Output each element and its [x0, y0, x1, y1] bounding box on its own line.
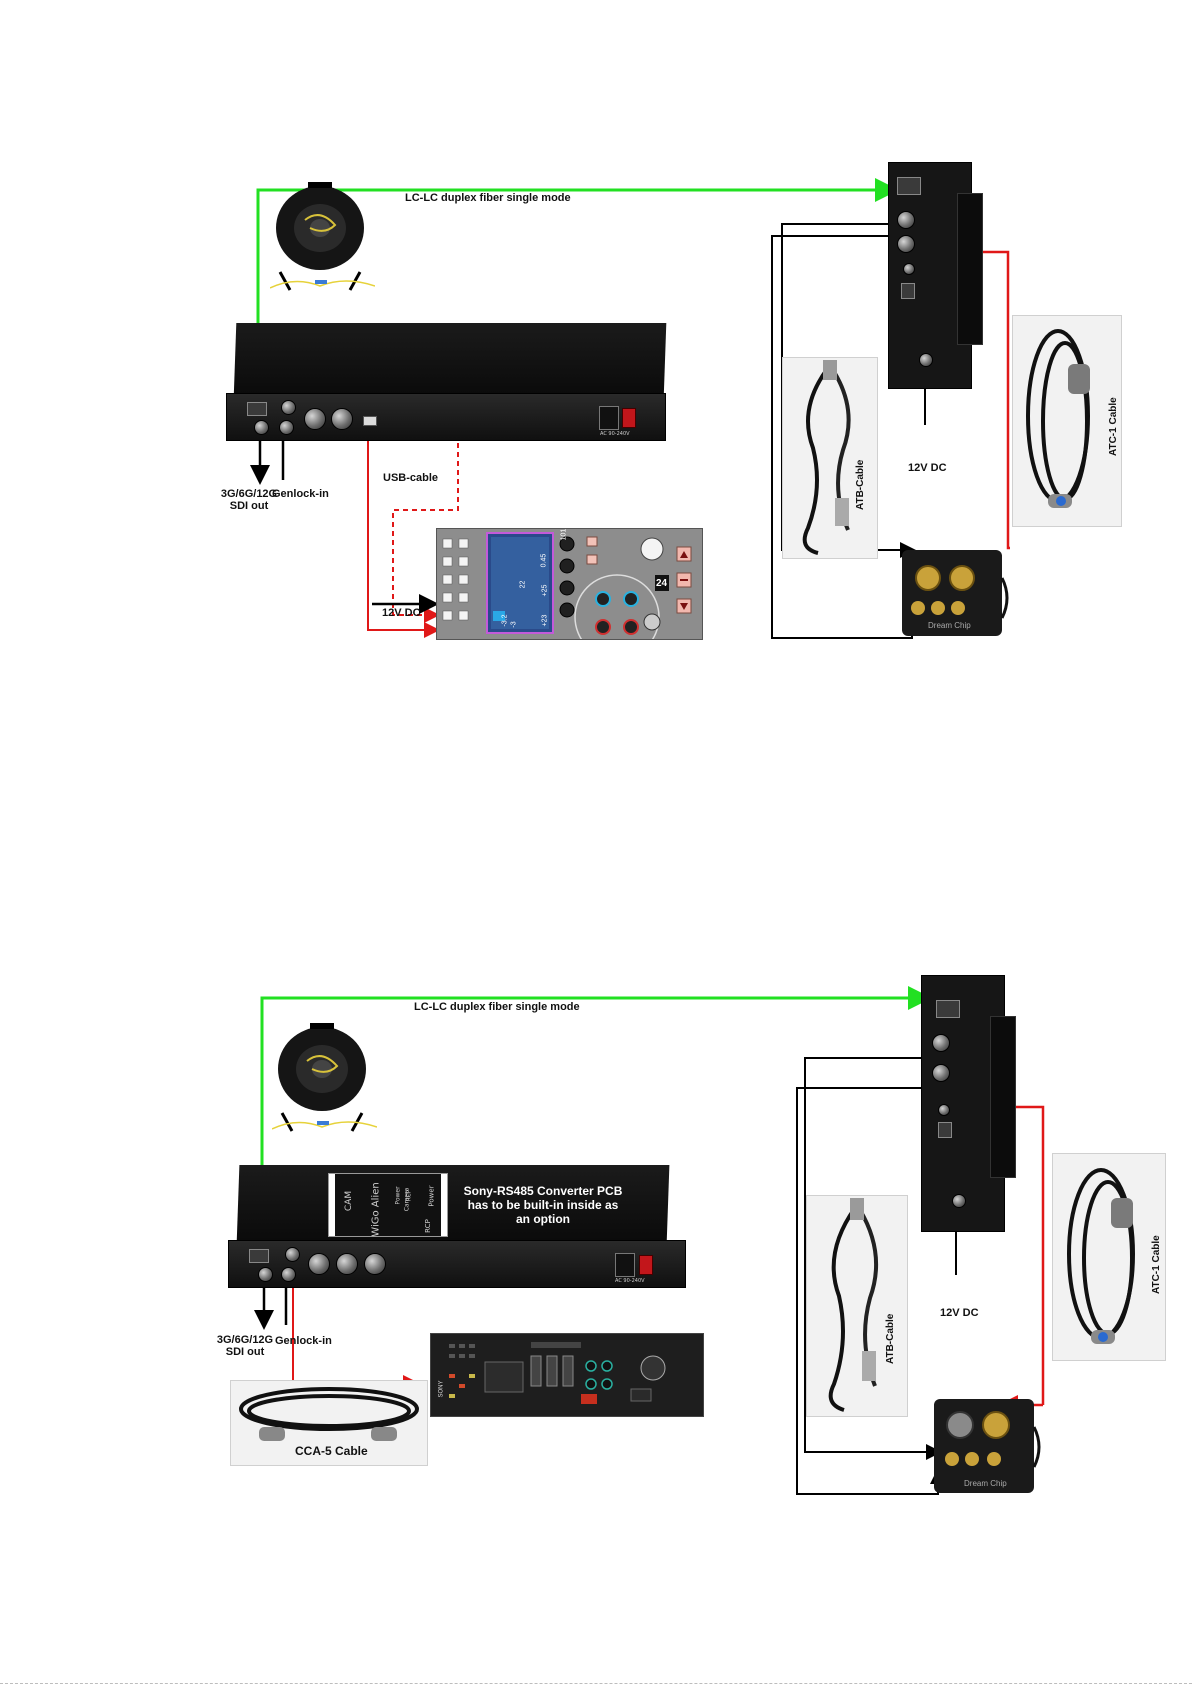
power-inlet	[599, 406, 619, 430]
panel-readout-2: 0.45	[540, 553, 548, 568]
camera-wire-sdi-2	[804, 1057, 942, 1460]
fiber-reel-image	[269, 180, 376, 295]
panel-readout-8: 24	[656, 578, 668, 589]
panel-readout-5: -3	[510, 621, 518, 628]
box-mount-plate	[957, 193, 983, 345]
camera-brand-label: Dream Chip	[928, 621, 971, 630]
atc-cable-label-2: ATC-1 Cable	[1151, 1235, 1162, 1294]
pcb-label-rcp: RCP	[405, 1189, 413, 1202]
box-remote-port-2	[938, 1104, 950, 1116]
usb-cable-dashed	[392, 398, 459, 623]
box-mount-plate-2	[990, 1016, 1016, 1178]
panel-dc-label: 12V DC	[382, 607, 421, 619]
camera-converter-box	[888, 162, 983, 389]
box-fiber-port-2	[936, 1000, 960, 1018]
remote-port-2	[285, 1247, 300, 1262]
rs-port	[304, 408, 326, 430]
fiber-port-2	[249, 1249, 269, 1263]
box-remote-port	[903, 263, 915, 275]
usb-cable-solid	[367, 570, 440, 638]
fiber-reel-image-2	[271, 1021, 378, 1136]
sdi-out-label: 3G/6G/12G SDI out	[220, 488, 278, 512]
box-sdi-port-2	[932, 1034, 950, 1052]
atc-cable-image-2: ATC-1 Cable	[1052, 1153, 1166, 1361]
genlock-port	[279, 420, 294, 435]
rack-unit-front: AC 90-240V	[226, 393, 666, 441]
pcb-edge	[329, 1174, 447, 1236]
box-genlock-port	[897, 235, 915, 253]
pcb-label-rcp-2: RCP	[423, 1219, 432, 1233]
page-bottom-rule	[0, 1683, 1192, 1684]
box-sdi-port	[897, 211, 915, 229]
camera-converter-box-2	[921, 975, 1016, 1232]
ethernet-port	[331, 408, 353, 430]
sdi-out-port-2	[258, 1267, 273, 1282]
atb-cable-image-2: ATB-Cable	[806, 1195, 908, 1417]
box-dc-port-2	[952, 1194, 966, 1208]
panel-readout-3: 22	[519, 580, 527, 589]
box-dc-port	[919, 353, 933, 367]
camera-brand-label-2: Dream Chip	[964, 1479, 1007, 1488]
genlock-label-2: Genlock-in	[275, 1335, 332, 1347]
genlock-port-2	[281, 1267, 296, 1282]
power-switch	[622, 408, 636, 428]
panel-readout-6: +25	[541, 584, 549, 597]
box-ethernet-port-2	[938, 1122, 952, 1138]
rack-unit-top	[233, 323, 667, 398]
panel-readout-7: +23	[541, 614, 549, 627]
atb-cable-label: ATB-Cable	[855, 459, 866, 510]
box-ethernet-port	[901, 283, 915, 299]
atb-cable-image: ATB-Cable	[782, 357, 878, 559]
rack-ac-label-2: AC 90-240V	[615, 1278, 645, 1284]
sdi-out-label-2: 3G/6G/12G SDI out	[216, 1334, 274, 1358]
panel-readout-4: -3.2	[501, 614, 509, 627]
converter-pcb-image: CAM WiGo Alien Power Camera RCP Power RC…	[328, 1173, 448, 1237]
camera-dc-label: 12V DC	[908, 462, 947, 474]
box-genlock-port-2	[932, 1064, 950, 1082]
fiber-line-2	[260, 986, 932, 1010]
diagram-sony-rcp: AC 90-240V CAM WiGo Alien Power Camera R…	[0, 975, 1192, 1545]
ethernet-port-2	[336, 1253, 358, 1275]
pcb-label-power: Power	[394, 1186, 402, 1205]
genlock-label: Genlock-in	[272, 488, 329, 500]
rcp-panel-usb: 101 0.45 22 -3.2 -3 +25 +23 24	[436, 528, 703, 640]
sdi-out-port	[254, 420, 269, 435]
camera-dc-label-2: 12V DC	[940, 1307, 979, 1319]
fiber-port	[247, 402, 267, 416]
pcb-label-wigo: WiGo Alien	[370, 1182, 382, 1237]
sony-rcp-brand: SONY	[438, 1380, 445, 1398]
pcb-label-power-2: Power	[427, 1185, 436, 1207]
cca5-cable-image: CCA-5 Cable	[230, 1380, 428, 1466]
box-fiber-port	[897, 177, 921, 195]
sony-rcp-panel: SONY	[430, 1333, 704, 1417]
power-inlet-2	[615, 1253, 635, 1277]
rs-port-2	[308, 1253, 330, 1275]
remote-port	[281, 400, 296, 415]
diagram-usb-rcp: AC 90-240V LC-LC duplex fiber single mod…	[0, 150, 1192, 710]
atb-cable-label-2: ATB-Cable	[885, 1313, 896, 1364]
converter-note: Sony-RS485 Converter PCB has to be built…	[463, 1184, 623, 1226]
dream-chip-camera-2: Dream Chip	[932, 1397, 1042, 1497]
dream-chip-camera: Dream Chip	[900, 548, 1010, 640]
power-switch-2	[639, 1255, 653, 1275]
rack-ac-label: AC 90-240V	[600, 431, 630, 437]
atc-cable-label: ATC-1 Cable	[1108, 397, 1119, 456]
rack-unit-front-2: AC 90-240V	[228, 1240, 686, 1288]
usb-port	[363, 416, 377, 426]
cca5-cable-label: CCA-5 Cable	[295, 1444, 368, 1458]
fiber-label: LC-LC duplex fiber single mode	[405, 192, 571, 204]
panel-readout-1: 101	[560, 528, 568, 541]
usb-port-2	[364, 1253, 386, 1275]
pcb-label-cam: CAM	[344, 1190, 355, 1212]
atc-cable-image: ATC-1 Cable	[1012, 315, 1122, 527]
usb-cable-label: USB-cable	[383, 472, 439, 484]
fiber-label-2: LC-LC duplex fiber single mode	[414, 1001, 580, 1013]
